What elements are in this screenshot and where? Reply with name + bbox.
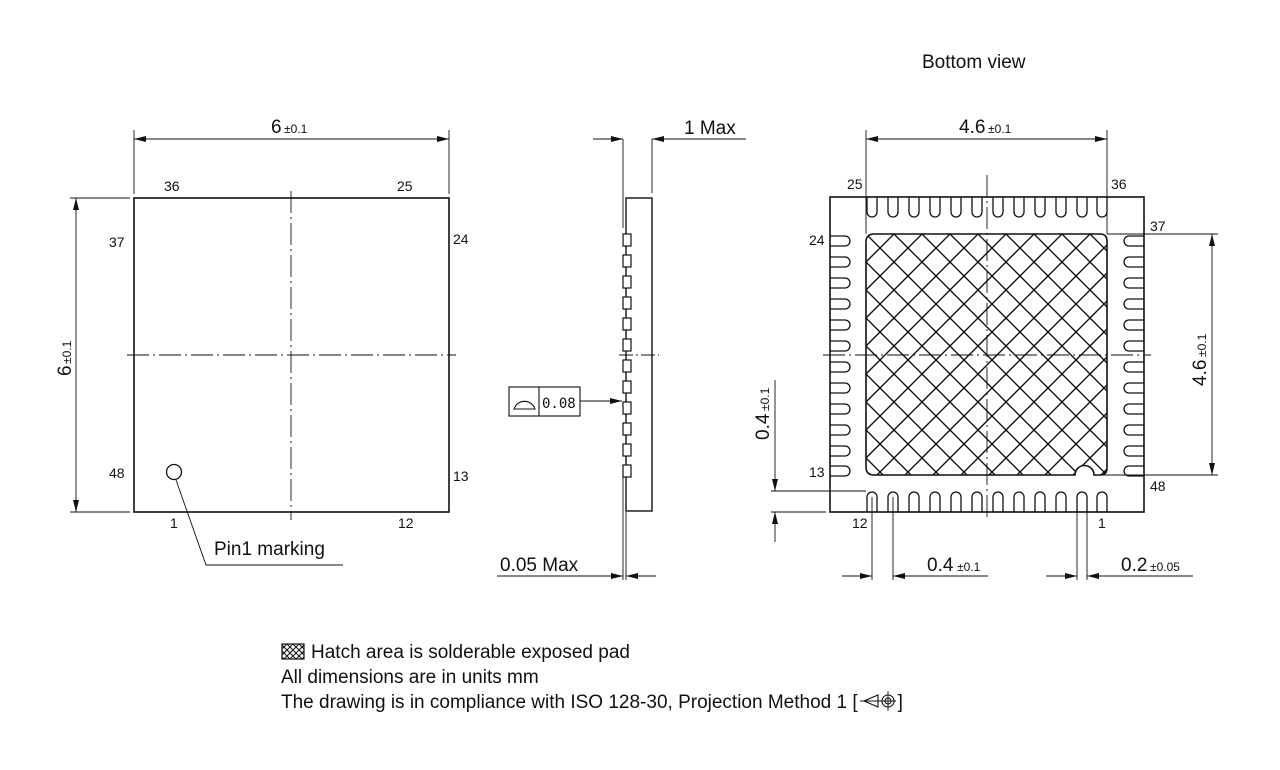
side-view-labels: 1 Max 0.05 Max 0.08 (500, 118, 736, 576)
pin-label-13: 13 (453, 468, 469, 484)
width-dim-value: 6 (271, 117, 282, 138)
bv-pin-label-12: 12 (852, 515, 868, 531)
bv-pin-label-1: 1 (1098, 515, 1106, 531)
package-drawing: 6 ±0.1 6 ±0.1 36 25 37 24 48 13 1 12 Pin… (55, 52, 1218, 580)
bottom-view (771, 130, 1218, 580)
bv-pin-label-24: 24 (809, 232, 825, 248)
width-dim-tol: ±0.1 (284, 122, 308, 136)
top-view-labels: 6 ±0.1 6 ±0.1 36 25 37 24 48 13 1 12 Pin… (55, 117, 469, 560)
pad-length-dim-tol: ±0.1 (758, 387, 772, 411)
note-projection-close: ] (897, 692, 903, 713)
bottom-view-title: Bottom view (922, 52, 1026, 73)
profile-of-surface-icon (513, 400, 536, 410)
bv-width-dim-value: 4.6 (959, 117, 985, 138)
pin-label-25: 25 (397, 178, 413, 194)
pin-label-37: 37 (109, 234, 125, 250)
height-dim-value: 6 (55, 365, 76, 376)
note-projection-text: The drawing is in compliance with ISO 12… (281, 692, 858, 713)
pad-length-dim-value: 0.4 (753, 413, 774, 440)
pin1-leader (175, 479, 343, 566)
coplanarity-value: 0.08 (542, 396, 576, 412)
pin1-callout-text: Pin1 marking (214, 539, 325, 560)
pad-width-dim-value: 0.2 (1121, 555, 1147, 576)
note-hatch: Hatch area is solderable exposed pad (281, 640, 903, 665)
side-pads (622, 233, 632, 478)
first-angle-projection-icon (859, 691, 896, 711)
top-view (70, 130, 456, 566)
side-view (497, 136, 746, 580)
pin1-marker-icon (165, 463, 183, 481)
note-units: All dimensions are in units mm (281, 667, 539, 688)
thickness-dim-text: 1 Max (684, 118, 736, 139)
top-pad-row (866, 197, 1108, 218)
bv-height-dim-tol: ±0.1 (1195, 333, 1209, 357)
note-hatch-text: Hatch area is solderable exposed pad (311, 642, 630, 663)
exposed-pad (865, 233, 1108, 476)
bv-pin-label-25: 25 (847, 176, 863, 192)
bottom-view-labels: Bottom view 4.6 ±0.1 4.6 ±0.1 0.4 ±0.1 0… (753, 52, 1211, 576)
bv-height-dim-value: 4.6 (1190, 360, 1211, 386)
side-body-outline (625, 197, 653, 512)
bv-pin-label-36: 36 (1111, 176, 1127, 192)
standoff-dim-text: 0.05 Max (500, 555, 579, 576)
pin-label-24: 24 (453, 231, 469, 247)
pin-label-48: 48 (109, 465, 125, 481)
bv-width-dim-tol: ±0.1 (988, 122, 1012, 136)
pitch-dim-tol: ±0.1 (957, 560, 981, 574)
bottom-pad-row (866, 491, 1108, 512)
pitch-dim-value: 0.4 (927, 555, 954, 576)
bv-pin-label-13: 13 (809, 464, 825, 480)
height-dim-tol: ±0.1 (60, 340, 74, 364)
hatch-legend-icon (281, 643, 305, 660)
pad-width-dim-tol: ±0.05 (1150, 560, 1180, 574)
pin-label-12: 12 (398, 515, 414, 531)
bv-pin-label-37: 37 (1150, 218, 1166, 234)
right-pad-column (1123, 235, 1144, 477)
left-pad-column (830, 235, 851, 477)
bv-pin-label-48: 48 (1150, 478, 1166, 494)
notes-block: Hatch area is solderable exposed pad All… (281, 640, 903, 715)
pin-label-36: 36 (164, 178, 180, 194)
note-projection: The drawing is in compliance with ISO 12… (281, 690, 903, 715)
pin-label-1: 1 (170, 515, 178, 531)
